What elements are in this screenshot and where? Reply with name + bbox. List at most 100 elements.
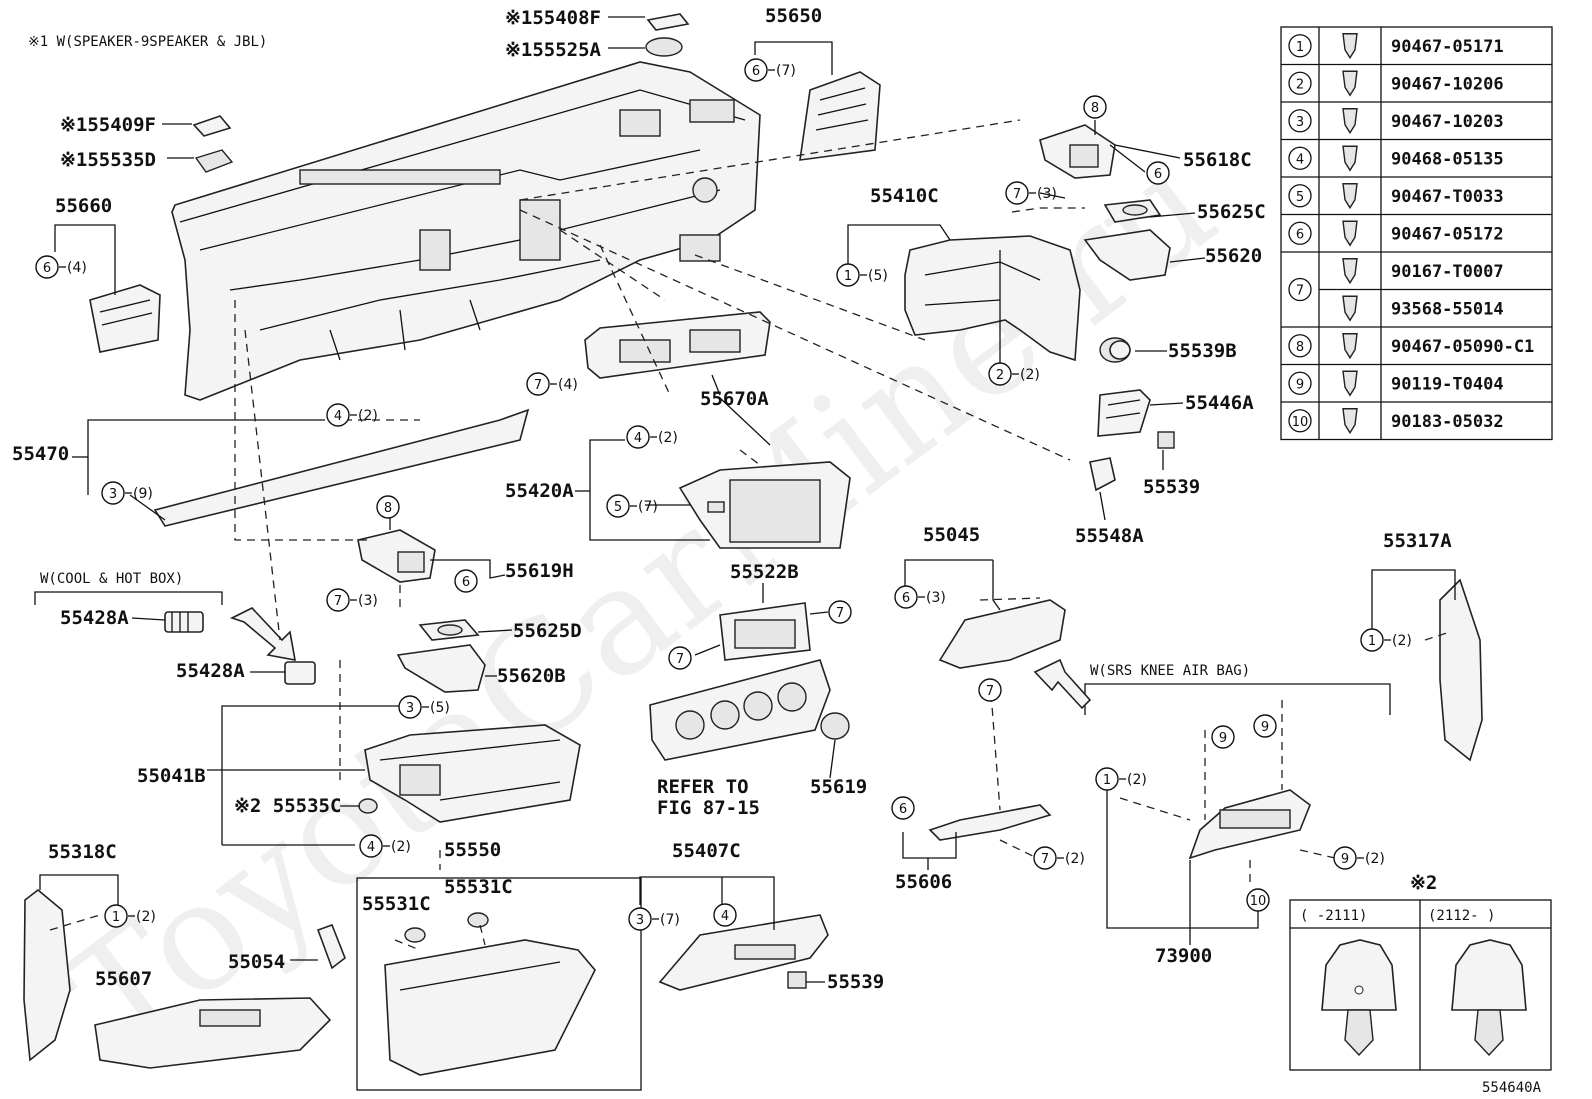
callout-number: 7: [836, 606, 844, 621]
lower-panel-55407C: [658, 914, 829, 991]
callout-number: 3: [109, 487, 117, 502]
callout-c21: 3(5): [398, 695, 450, 719]
fastener-part-number: 90467-05171: [1391, 37, 1504, 57]
fastener-part-number: 90467-05090-C1: [1391, 337, 1534, 357]
dashed-guides: [49, 119, 1451, 951]
callout-c15: 7 (3): [326, 588, 378, 612]
fastener-part-number: 90468-05135: [1391, 149, 1504, 169]
label-55446A: 55446A: [1185, 392, 1254, 414]
label-55620B: 55620B: [497, 665, 566, 687]
callout-c20: 1(2): [1360, 628, 1412, 652]
callout-number: 6: [462, 575, 470, 590]
tray-55620B: [396, 644, 486, 693]
fastener-clip-icon: [1342, 33, 1358, 60]
instrument-panel-body: [171, 61, 761, 401]
callout-quantity: (2): [1020, 367, 1040, 383]
label-55428A-b: 55428A: [176, 660, 245, 682]
callout-number: 6: [902, 591, 910, 606]
note-refer-fig: FIG 87-15: [657, 797, 760, 819]
callout-number: 4: [634, 431, 642, 446]
bulb-type-a: [1321, 939, 1397, 1011]
callout-number: 6: [1154, 167, 1162, 182]
label-55550: 55550: [444, 839, 501, 861]
callout-c2: 8: [1083, 95, 1107, 119]
callout-quantity: (3): [1037, 186, 1057, 202]
callout-quantity: (5): [430, 700, 450, 716]
label-55619H: 55619H: [505, 560, 574, 582]
label-55618C: 55618C: [1183, 149, 1252, 171]
callout-c8: 7(4): [526, 372, 578, 396]
label-55408F: ※155408F: [505, 7, 601, 29]
callout-number: 7: [986, 684, 994, 699]
callout-number: 8: [1091, 101, 1099, 116]
tray-55620: [1083, 229, 1171, 281]
center-panel-55420A: [678, 461, 851, 549]
plug-55539-b: [787, 971, 807, 989]
callout-c6: 1(5): [836, 263, 888, 287]
label-55054: 55054: [228, 951, 285, 973]
callout-number: 1: [1103, 773, 1111, 788]
bracket-55618C: [1039, 124, 1116, 179]
callout-number: 1: [112, 910, 120, 925]
callout-quantity: (7): [660, 912, 680, 928]
label-55607: 55607: [95, 968, 152, 990]
callout-number: 5: [614, 500, 622, 515]
fastener-number: 10: [1292, 415, 1309, 430]
callout-number: 8: [384, 501, 392, 516]
fastener-clip-icon: [1342, 370, 1358, 397]
callout-quantity: (2): [1392, 633, 1412, 649]
fastener-part-number: 90467-05172: [1391, 224, 1504, 244]
label-55522B: 55522B: [730, 561, 799, 583]
fastener-clip-icon: [1342, 408, 1358, 435]
callout-number: 4: [367, 840, 375, 855]
cover-55548A: [1089, 457, 1116, 492]
glove-box-door-55550: [384, 939, 596, 1076]
callout-c23: 9: [1211, 725, 1235, 749]
speaker-55525A: [645, 37, 683, 57]
meter-hood-55410C: [904, 235, 1081, 362]
callout-quantity: (3): [358, 593, 378, 609]
callout-quantity: (3): [926, 590, 946, 606]
fastener-clip-icon: [1342, 108, 1358, 135]
fastener-part-number: 90183-05032: [1391, 412, 1504, 432]
callout-c26: 9(2): [1333, 846, 1385, 870]
callout-c17: 7: [668, 646, 692, 670]
direction-arrow: [229, 607, 296, 661]
direction-arrow-srs: [1033, 658, 1092, 710]
label-55410C: 55410C: [870, 185, 939, 207]
callout-quantity: (2): [358, 408, 378, 424]
knee-airbag-73900: [1188, 789, 1311, 860]
table-row: 93568-55014: [1342, 295, 1504, 322]
panel-55045: [938, 599, 1066, 669]
label-55539-b: 55539: [827, 971, 884, 993]
callout-number: 6: [752, 64, 760, 79]
label-55670A: 55670A: [700, 388, 769, 410]
label-55470: 55470: [12, 443, 69, 465]
callout-quantity: (2): [391, 839, 411, 855]
mark2-col2: (2112- ): [1428, 908, 1495, 924]
label-55041B: 55041B: [137, 765, 206, 787]
label-55317A: 55317A: [1383, 530, 1452, 552]
callout-number: 4: [721, 909, 729, 924]
fastener-number: 1: [1296, 40, 1304, 55]
note-refer-to: REFER TO: [657, 776, 749, 798]
inset-frame-55550: [356, 877, 642, 1091]
fastener-part-number: 90467-10203: [1391, 112, 1504, 132]
label-55045: 55045: [923, 524, 980, 546]
damper-55531C-b: [467, 912, 489, 928]
cup-holder-55625D: [418, 619, 480, 641]
callout-c11: 4(2): [626, 425, 678, 449]
callout-c28: 6: [891, 796, 915, 820]
callout-number: 7: [334, 594, 342, 609]
figure-id: 554640A: [1482, 1080, 1542, 1096]
callout-number: 10: [1250, 894, 1267, 909]
callout-c10: 3(9): [101, 481, 153, 505]
switch-55428A-a: [164, 611, 204, 633]
callout-number: 2: [996, 368, 1004, 383]
